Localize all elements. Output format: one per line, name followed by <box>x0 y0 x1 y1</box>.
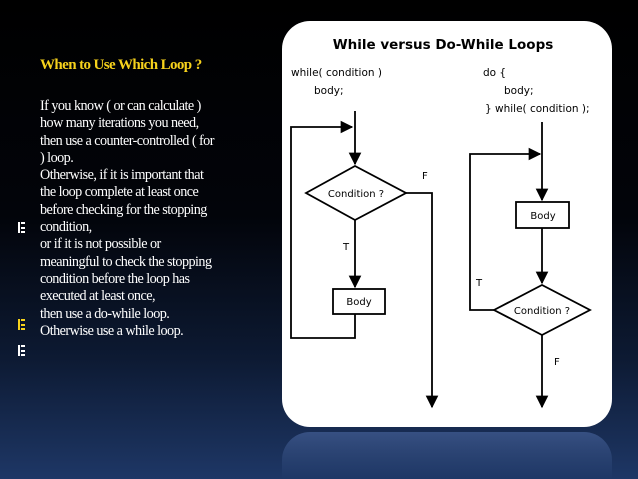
body-line: If you know ( or can calculate ) <box>40 98 201 114</box>
body-line: ) loop. <box>40 149 74 166</box>
while-code-line: body; <box>314 85 344 97</box>
while-false-arrow <box>406 192 439 409</box>
decorative-mark <box>18 222 25 233</box>
do-code-line: } while( condition ); <box>485 103 590 115</box>
body-line: condition, <box>40 219 92 236</box>
while-body-label: Body <box>346 297 371 308</box>
body-line: or if it is not possible or <box>40 236 161 253</box>
while-body-box <box>332 288 386 315</box>
while-loop-back-arrow <box>290 120 356 339</box>
body-line: Otherwise use a while loop. <box>40 322 184 339</box>
do-code-line: body; <box>504 85 534 97</box>
do-true-label: T <box>475 278 483 289</box>
diagram-title: While versus Do-While Loops <box>333 37 554 53</box>
diagram-panel: While versus Do-While Loops while( condi… <box>282 21 612 427</box>
decorative-mark <box>18 345 25 356</box>
do-condition-label: Condition ? <box>514 306 570 317</box>
body-line: then use a counter-controlled ( for <box>40 132 214 149</box>
do-code-line: do { <box>483 67 506 79</box>
while-false-label: F <box>422 171 428 182</box>
body-line: the loop complete at least once <box>40 184 199 201</box>
do-loop-back-arrow <box>469 147 542 311</box>
body-line: executed at least once, <box>40 288 156 305</box>
while-condition-label: Condition ? <box>328 189 384 200</box>
panel-reflection <box>282 432 612 479</box>
while-true-label: T <box>342 242 350 253</box>
body-line: Otherwise, if it is important that <box>40 167 204 184</box>
body-line: condition before the loop has <box>40 270 190 287</box>
decorative-mark <box>18 319 25 330</box>
body-line: meaningful to check the stopping <box>40 253 212 270</box>
do-false-label: F <box>554 357 560 368</box>
body-line: then use a do-while loop. <box>40 305 170 322</box>
do-condition-diamond <box>492 283 592 337</box>
while-code-line: while( condition ) <box>291 67 382 79</box>
body-line: before checking for the stopping <box>40 201 207 218</box>
do-body-label: Body <box>530 211 555 222</box>
flowchart-diagram: While versus Do-While Loops while( condi… <box>290 37 592 409</box>
slide-heading: When to Use Which Loop ? <box>40 57 202 73</box>
slide-body: If you know ( or can calculate ) how man… <box>40 98 265 340</box>
do-while-flowchart: Body Condition ? T F <box>469 122 592 409</box>
do-body-box <box>515 201 570 229</box>
while-flowchart: Condition ? T Body F <box>290 111 439 409</box>
body-line: how many iterations you need, <box>40 115 199 132</box>
